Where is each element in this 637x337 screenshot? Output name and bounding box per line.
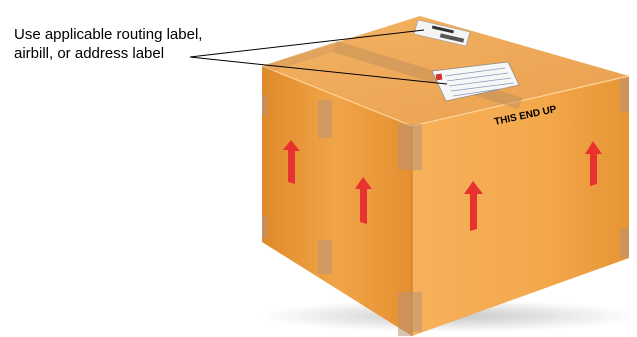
tape-piece	[262, 216, 268, 238]
tape-piece	[262, 95, 268, 115]
tape-piece	[412, 124, 422, 170]
tape-piece	[398, 124, 412, 170]
caption-line-1: Use applicable routing label,	[14, 26, 202, 43]
tape-piece	[398, 292, 412, 336]
tape-piece	[318, 100, 332, 138]
tape-piece	[412, 292, 422, 332]
tape-piece	[318, 240, 332, 274]
tape-piece	[620, 78, 629, 112]
tape-piece	[620, 228, 629, 258]
caption-line-2: airbill, or address label	[14, 45, 164, 62]
